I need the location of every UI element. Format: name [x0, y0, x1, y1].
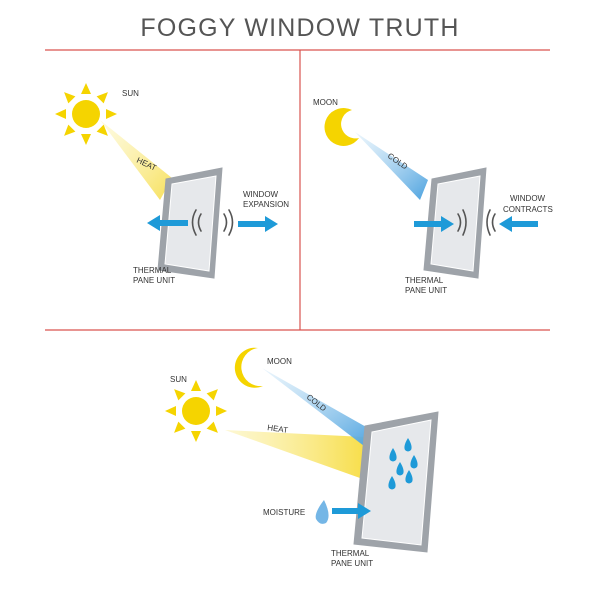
sun-label: SUN [122, 89, 139, 98]
unit-label-line1: THERMAL [133, 266, 172, 275]
vibration-waves-icon [191, 209, 234, 236]
unit-label-line2: PANE UNIT [133, 276, 175, 285]
unit-label-line1: THERMAL [405, 276, 444, 285]
arrow-left-icon [499, 216, 538, 232]
moisture-label: MOISTURE [263, 508, 305, 517]
heat-beam [100, 120, 172, 200]
unit-label-line2: PANE UNIT [405, 286, 447, 295]
panel-night: MOON COLD WINDOW CONTRACTS THERMAL PANE … [313, 98, 553, 295]
panel-day: SUN HEAT WINDOW EXPANSION THERMAL PANE U… [55, 83, 289, 285]
moon-icon [324, 107, 359, 146]
sun-label: SUN [170, 375, 187, 384]
arrow-right-icon [238, 216, 278, 232]
window-pane [157, 167, 223, 279]
window-pane [353, 411, 439, 553]
arrow-left-icon [147, 215, 188, 231]
heat-label: HEAT [267, 423, 289, 435]
expansion-label-line2: EXPANSION [243, 200, 289, 209]
arrow-right-icon [332, 503, 371, 519]
sun-icon [55, 83, 117, 145]
window-pane [423, 167, 487, 279]
sun-icon [165, 380, 227, 442]
moon-icon [234, 347, 263, 388]
condensation-drops [388, 438, 418, 490]
cold-beam [262, 368, 375, 446]
contract-label-line2: CONTRACTS [503, 205, 553, 214]
panel-combined: SUN MOON COLD HEAT MOISTURE THERMAL PANE… [165, 347, 439, 568]
vibration-waves-icon [457, 209, 496, 236]
page-title: FOGGY WINDOW TRUTH [140, 14, 459, 42]
unit-label-line1: THERMAL [331, 549, 370, 558]
water-drop-icon [315, 500, 329, 524]
expansion-label-line1: WINDOW [243, 190, 279, 199]
moon-label: MOON [267, 357, 292, 366]
contract-label-line1: WINDOW [510, 194, 546, 203]
cold-beam [355, 132, 428, 200]
arrow-right-icon [414, 216, 454, 232]
heat-beam [225, 430, 365, 478]
moon-label: MOON [313, 98, 338, 107]
unit-label-line2: PANE UNIT [331, 559, 373, 568]
